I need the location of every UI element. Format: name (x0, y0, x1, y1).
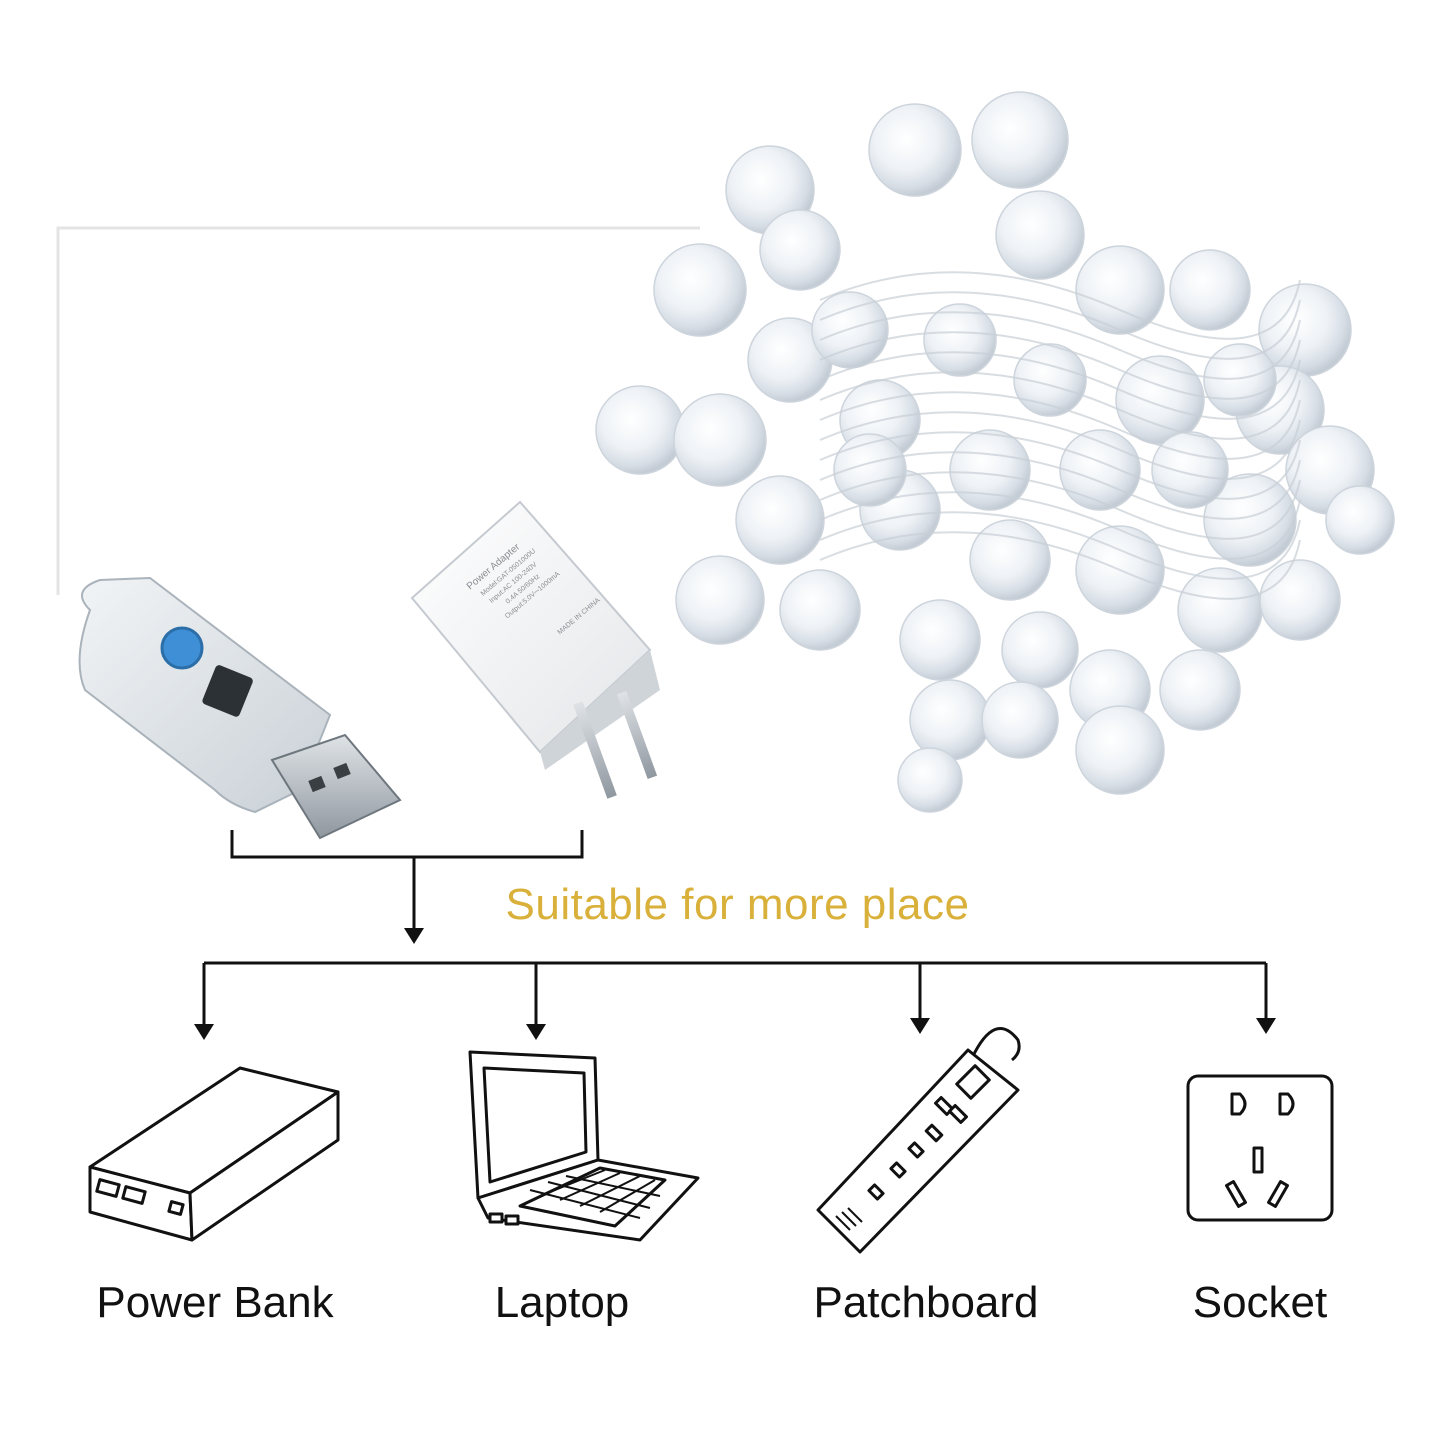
bulb (1169, 249, 1251, 331)
label-patchboard: Patchboard (813, 1278, 1039, 1327)
bulb (923, 303, 997, 377)
bulb (595, 385, 685, 475)
label-socket: Socket (1192, 1278, 1328, 1327)
wire (819, 311, 1301, 380)
bulb (1177, 567, 1263, 653)
bulb (899, 599, 981, 681)
bulb (981, 681, 1059, 759)
wire (819, 391, 1301, 460)
laptop-icon (468, 1050, 700, 1242)
usb-button (160, 626, 204, 670)
wire (819, 331, 1301, 400)
power-strip-icon (816, 1027, 1021, 1254)
bulb (673, 393, 767, 487)
bulb (971, 91, 1069, 189)
bulb (735, 475, 825, 565)
bulb (811, 291, 889, 369)
usb-connector (270, 733, 402, 840)
wire (819, 471, 1301, 540)
wire (819, 371, 1301, 440)
wire (819, 491, 1301, 560)
bulb (1258, 283, 1352, 377)
wall-socket-icon (1186, 1074, 1334, 1222)
wire (819, 411, 1301, 480)
label-power-bank: Power Bank (96, 1278, 334, 1327)
bulb (1203, 473, 1297, 567)
headline: Suitable for more place (505, 880, 970, 929)
bulb (1075, 705, 1165, 795)
bulb (995, 190, 1085, 280)
wire (819, 431, 1301, 500)
bulb (1075, 245, 1165, 335)
bulb (759, 209, 841, 291)
bulb (909, 679, 991, 761)
bulb (653, 243, 747, 337)
bulb (868, 103, 962, 197)
bulb (1001, 611, 1079, 689)
bulb (1151, 431, 1229, 509)
bulb (969, 519, 1051, 601)
bulb (897, 747, 963, 813)
power-adapter: Power Adapter Model:GAT-0501000U Input:A… (410, 500, 660, 799)
wire (819, 451, 1301, 520)
wire (819, 351, 1301, 420)
flow-connectors (202, 830, 1268, 1028)
bulb (1115, 355, 1205, 445)
label-laptop: Laptop (494, 1278, 630, 1327)
light-string-bulbs (595, 91, 1395, 813)
bulb (1325, 485, 1395, 555)
wire (819, 531, 1301, 600)
bulb (1203, 343, 1277, 417)
wire (819, 271, 1301, 340)
wire (819, 291, 1301, 360)
bulb (949, 429, 1031, 511)
power-bank-icon (88, 1066, 340, 1242)
bulb (1159, 649, 1241, 731)
usb-controller (78, 576, 402, 840)
bulb (675, 555, 765, 645)
bulb (1259, 559, 1341, 641)
arrowheads (194, 928, 1276, 1040)
bulb (779, 569, 861, 651)
background-frame (56, 226, 700, 595)
wire (819, 511, 1301, 580)
